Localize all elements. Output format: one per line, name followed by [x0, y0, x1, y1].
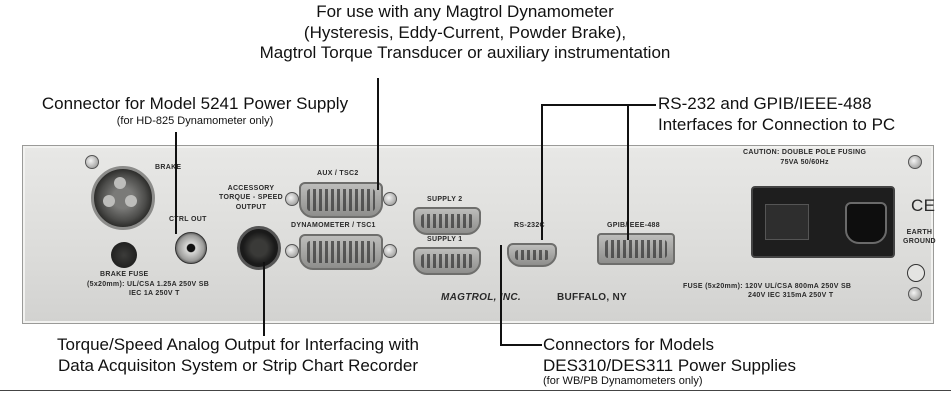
- left-fuse-rating: (5x20mm): UL/CSA 1.25A 250V SB IEC 1A 25…: [87, 280, 209, 299]
- analog-output-line2: Data Acquisiton System or Strip Chart Re…: [58, 355, 418, 375]
- earth-ground-label: EARTH GROUND: [903, 228, 936, 246]
- dyno-connector: [299, 234, 383, 270]
- power-supply-title: Connector for Model 5241 Power Supply: [41, 94, 349, 113]
- aux-screw-icon: [383, 192, 397, 206]
- earth-ground-line1: EARTH: [906, 229, 933, 236]
- right-fuse-line1: FUSE (5x20mm): 120V UL/CSA 800mA 250V SB: [683, 283, 852, 290]
- supply1-connector: [413, 247, 481, 275]
- power-supply-callout: Connector for Model 5241 Power Supply (f…: [0, 94, 390, 128]
- dyno-screw-icon: [383, 244, 397, 258]
- caution-line1: CAUTION: DOUBLE POLE FUSING: [743, 149, 867, 156]
- brake-fuse-label: BRAKE FUSE: [100, 271, 149, 278]
- rear-panel: BRAKE BRAKE FUSE CTRL OUT ACCESSORY TORQ…: [22, 145, 936, 324]
- des-leader-horizontal: [500, 344, 542, 346]
- accessory-label-line3: OUTPUT: [235, 203, 267, 211]
- rs232-leader-right: [627, 104, 629, 240]
- top-callout: For use with any Magtrol Dynamometer (Hy…: [150, 2, 780, 64]
- gpib-connector: [597, 233, 675, 265]
- top-callout-line3: Magtrol Torque Transducer or auxiliary i…: [259, 43, 671, 63]
- earth-ground-line2: GROUND: [903, 238, 936, 246]
- caution-line2: 75VA 50/60Hz: [780, 158, 829, 166]
- rs232c-label: RS-232C: [514, 222, 545, 229]
- maker-name: MAGTROL, INC.: [441, 292, 522, 303]
- dyno-label: DYNAMOMETER / TSC1: [291, 222, 376, 229]
- brake-label: BRAKE: [155, 164, 182, 171]
- rs232-leader-left: [541, 104, 543, 240]
- left-fuse-line1: (5x20mm): UL/CSA 1.25A 250V SB: [87, 281, 210, 288]
- analog-output-line1: Torque/Speed Analog Output for Interfaci…: [57, 335, 419, 354]
- top-callout-line2: (Hysteresis, Eddy-Current, Powder Brake)…: [303, 22, 627, 42]
- des-leader-vertical: [500, 245, 502, 345]
- supply2-label: SUPPLY 2: [427, 196, 463, 203]
- ctrl-out-bnc: [175, 232, 207, 264]
- rs232-callout-line1: RS-232 and GPIB/IEEE-488: [658, 94, 872, 113]
- right-fuse-rating: FUSE (5x20mm): 120V UL/CSA 800mA 250V SB…: [683, 282, 851, 301]
- accessory-label: ACCESSORY TORQUE - SPEED OUTPUT: [219, 184, 283, 212]
- supply1-label: SUPPLY 1: [427, 236, 463, 243]
- des-callout: Connectors for Models DES310/DES311 Powe…: [543, 335, 873, 389]
- top-leader-line: [377, 78, 379, 190]
- maker-city: BUFFALO, NY: [557, 292, 627, 303]
- rs232-leader-horizontal: [541, 104, 656, 106]
- des-callout-line1: Connectors for Models: [543, 335, 715, 354]
- caution-label: CAUTION: DOUBLE POLE FUSING 75VA 50/60Hz: [743, 148, 866, 168]
- accessory-output-connector: [237, 226, 281, 270]
- aux-connector: [299, 182, 383, 218]
- power-entry-module: [751, 186, 895, 258]
- rs232c-connector: [507, 243, 557, 267]
- des-callout-subtitle: (for WB/PB Dynamometers only): [543, 375, 703, 388]
- panel-screw-icon: [85, 155, 99, 169]
- brake-fuse-holder: [111, 242, 137, 268]
- earth-ground-icon: [907, 264, 925, 282]
- right-fuse-line2: 240V IEC 315mA 250V T: [748, 292, 834, 300]
- rs232-callout: RS-232 and GPIB/IEEE-488 Interfaces for …: [658, 94, 948, 135]
- power-inlet: [845, 202, 887, 244]
- rs232-callout-line2: Interfaces for Connection to PC: [658, 114, 896, 134]
- power-leader-line: [175, 132, 177, 234]
- gpib-label: GPIB/IEEE-488: [607, 222, 660, 229]
- left-fuse-line2: IEC 1A 250V T: [129, 290, 180, 298]
- des-callout-line2: DES310/DES311 Power Supplies: [543, 355, 796, 375]
- ce-mark: CE: [911, 196, 936, 215]
- analog-leader-line: [263, 262, 265, 336]
- bottom-rule: [0, 390, 951, 391]
- dyno-screw-icon: [285, 244, 299, 258]
- panel-screw-icon: [908, 155, 922, 169]
- ctrl-out-label: CTRL OUT: [169, 216, 207, 223]
- accessory-label-line1: ACCESSORY: [227, 185, 275, 192]
- brake-connector: [91, 166, 155, 230]
- aux-screw-icon: [285, 192, 299, 206]
- power-supply-subtitle: (for HD-825 Dynamometer only): [116, 114, 274, 127]
- top-callout-line1: For use with any Magtrol Dynamometer: [316, 2, 614, 21]
- supply2-connector: [413, 207, 481, 235]
- analog-output-callout: Torque/Speed Analog Output for Interfaci…: [8, 335, 468, 376]
- accessory-label-line2: TORQUE - SPEED: [219, 194, 283, 202]
- panel-screw-icon: [908, 287, 922, 301]
- aux-label: AUX / TSC2: [317, 170, 359, 177]
